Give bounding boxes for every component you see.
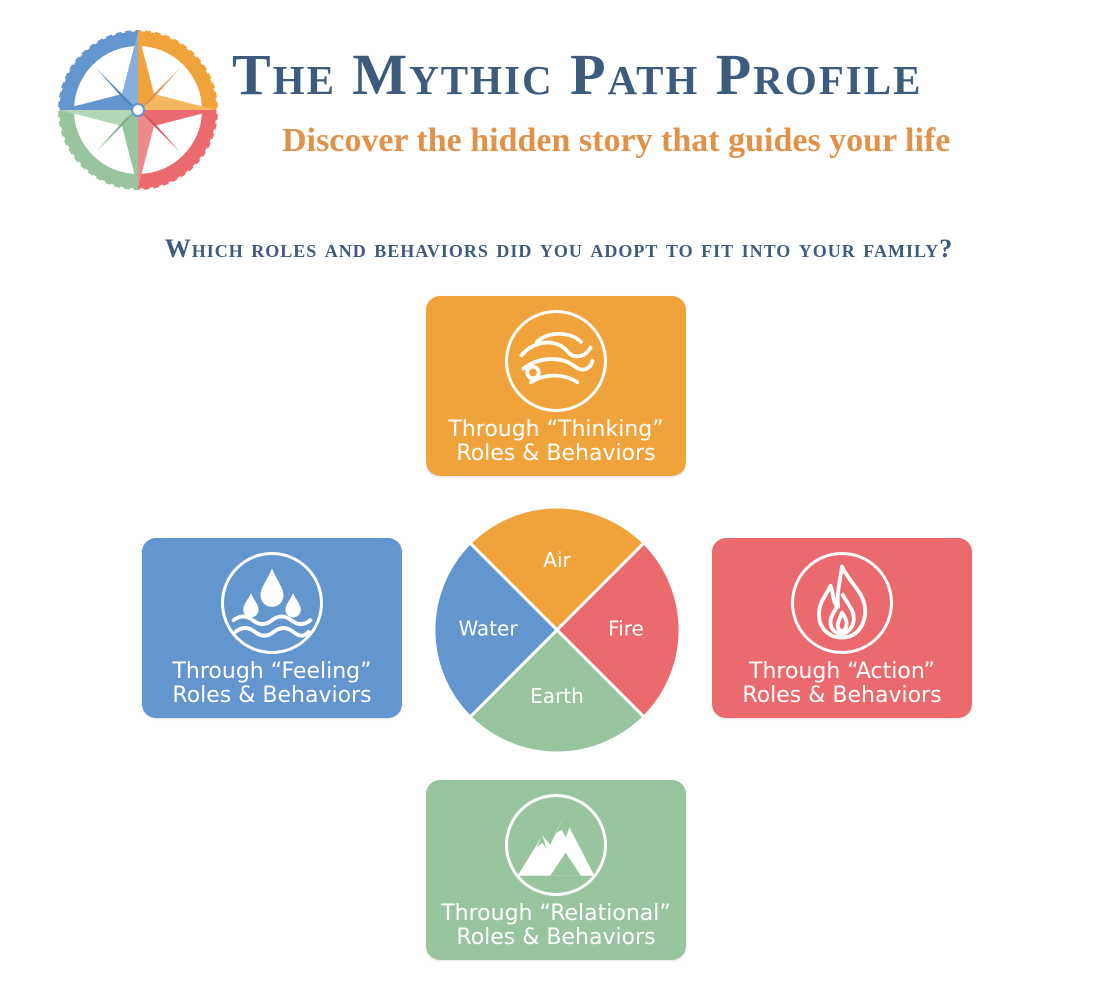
air-swirl-icon bbox=[505, 310, 607, 412]
feeling-card-label: Through “Feeling” Roles & Behaviors bbox=[172, 659, 372, 708]
page-title: The Mythic Path Profile bbox=[232, 42, 923, 107]
wheel-segment-fire bbox=[554, 540, 680, 720]
wheel-label-fire: Fire bbox=[608, 617, 644, 641]
wheel-label-water: Water bbox=[458, 617, 518, 641]
water-drops-icon bbox=[221, 552, 323, 654]
relational-card-label: Through “Relational” Roles & Behaviors bbox=[441, 901, 671, 950]
feeling-roles-card[interactable]: Through “Feeling” Roles & Behaviors bbox=[142, 538, 402, 718]
relational-roles-card[interactable]: Through “Relational” Roles & Behaviors bbox=[426, 780, 686, 960]
thinking-roles-card[interactable]: Through “Thinking” Roles & Behaviors bbox=[426, 296, 686, 476]
wheel-segment-air bbox=[467, 507, 647, 633]
fire-flame-icon bbox=[791, 552, 893, 654]
elements-wheel: Air Fire Earth Water bbox=[434, 507, 680, 753]
compass-logo-icon bbox=[56, 28, 220, 192]
wheel-label-earth: Earth bbox=[530, 684, 584, 708]
wheel-label-air: Air bbox=[543, 548, 571, 572]
thinking-card-label: Through “Thinking” Roles & Behaviors bbox=[448, 417, 664, 466]
action-card-label: Through “Action” Roles & Behaviors bbox=[742, 659, 942, 708]
question-heading: Which roles and behaviors did you adopt … bbox=[164, 234, 954, 263]
mountain-icon bbox=[505, 794, 607, 896]
wheel-segment-earth bbox=[467, 627, 647, 753]
page-subtitle: Discover the hidden story that guides yo… bbox=[282, 122, 951, 159]
wheel-segment-water bbox=[434, 540, 560, 720]
action-roles-card[interactable]: Through “Action” Roles & Behaviors bbox=[712, 538, 972, 718]
